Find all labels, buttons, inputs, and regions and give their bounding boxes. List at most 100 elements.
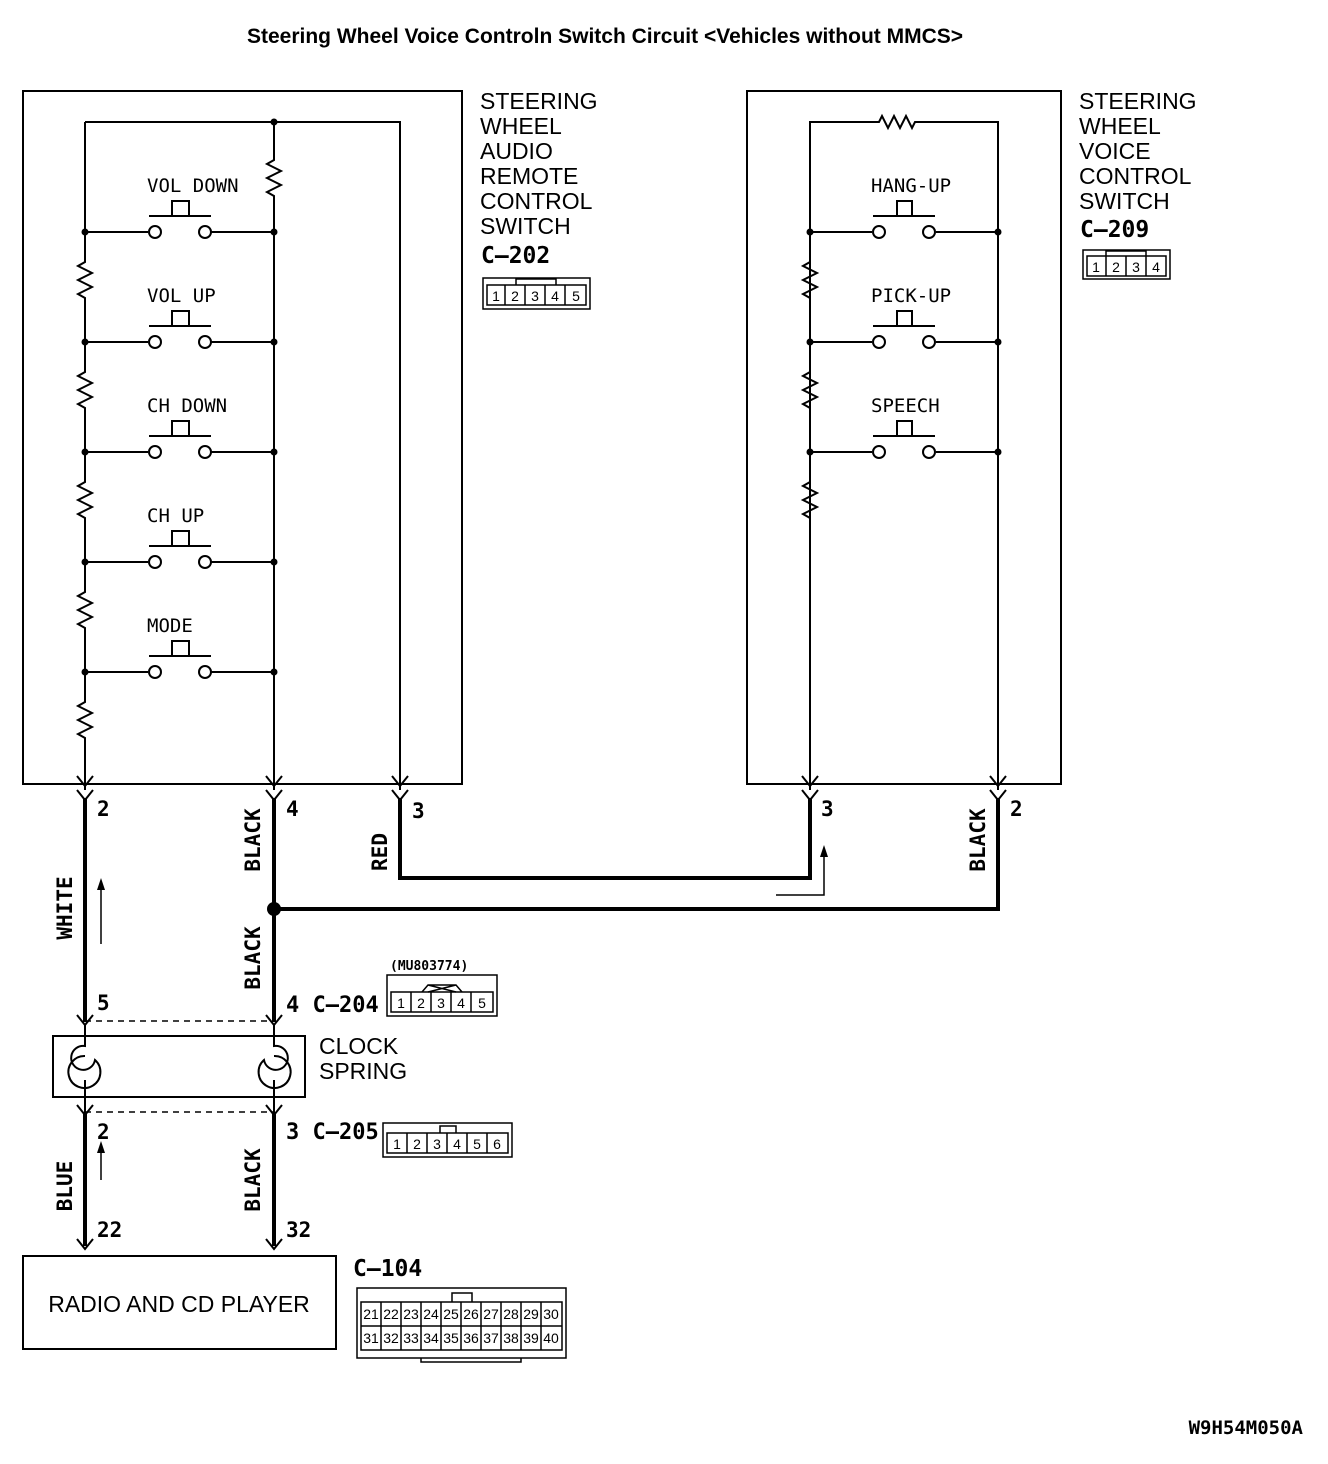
svg-text:6: 6 bbox=[493, 1136, 501, 1152]
harness-wires bbox=[83, 798, 1000, 1246]
svg-text:CONTROL: CONTROL bbox=[480, 188, 593, 214]
svg-text:40: 40 bbox=[543, 1330, 559, 1346]
svg-text:28: 28 bbox=[503, 1306, 519, 1322]
button-ch-up: CH UP bbox=[81, 505, 278, 569]
connector-c202: 1 2 3 4 5 bbox=[482, 277, 591, 310]
svg-text:4: 4 bbox=[453, 1136, 461, 1152]
svg-text:3: 3 bbox=[437, 995, 445, 1011]
voice-top-rail bbox=[809, 113, 999, 790]
button-label: MODE bbox=[147, 615, 193, 637]
svg-text:38: 38 bbox=[503, 1330, 519, 1346]
svg-text:1: 1 bbox=[397, 995, 405, 1011]
radio-cd-player: RADIO AND CD PLAYER bbox=[22, 1255, 337, 1350]
voice-switch-label: STEERING WHEEL VOICE CONTROL SWITCH bbox=[1079, 88, 1197, 214]
svg-text:4: 4 bbox=[551, 288, 559, 304]
splice-junction bbox=[267, 902, 281, 916]
svg-text:27: 27 bbox=[483, 1306, 499, 1322]
svg-text:2: 2 bbox=[1112, 259, 1120, 275]
svg-text:2: 2 bbox=[417, 995, 425, 1011]
button-label: SPEECH bbox=[871, 395, 940, 417]
svg-text:29: 29 bbox=[523, 1306, 539, 1322]
connector-c209-label: C–209 bbox=[1080, 217, 1149, 243]
svg-text:SPRING: SPRING bbox=[319, 1058, 407, 1084]
terminal-number: 3 bbox=[412, 799, 425, 823]
connector-c209: 1 2 3 4 bbox=[1082, 249, 1171, 280]
svg-text:WHEEL: WHEEL bbox=[480, 113, 562, 139]
svg-text:35: 35 bbox=[443, 1330, 459, 1346]
svg-text:1: 1 bbox=[1092, 259, 1100, 275]
wire-color-label: BLACK bbox=[241, 1148, 265, 1212]
svg-text:4: 4 bbox=[1152, 259, 1160, 275]
svg-text:31: 31 bbox=[363, 1330, 379, 1346]
button-mode: MODE bbox=[81, 615, 278, 679]
svg-text:30: 30 bbox=[543, 1306, 559, 1322]
c204-part-number: (MU803774) bbox=[390, 959, 468, 974]
svg-text:2: 2 bbox=[511, 288, 519, 304]
radio-pin-black: 32 bbox=[286, 1218, 311, 1242]
svg-text:3: 3 bbox=[531, 288, 539, 304]
terminal-chevrons bbox=[76, 775, 1007, 1251]
audio-center-rail bbox=[264, 122, 284, 790]
figure-code: W9H54M050A bbox=[1189, 1417, 1304, 1439]
svg-text:36: 36 bbox=[463, 1330, 479, 1346]
c204-label: 4 C–204 bbox=[286, 993, 379, 1018]
button-vol-up: VOL UP bbox=[81, 285, 278, 349]
button-pick-up: PICK-UP bbox=[806, 285, 1002, 349]
wire-color-label: WHITE bbox=[53, 876, 77, 939]
svg-text:37: 37 bbox=[483, 1330, 499, 1346]
audio-switch-label: STEERING WHEEL AUDIO REMOTE CONTROL SWIT… bbox=[480, 88, 598, 239]
svg-text:AUDIO: AUDIO bbox=[480, 138, 553, 164]
wire-red bbox=[398, 798, 812, 880]
voice-resistor-ladder bbox=[800, 232, 820, 790]
button-label: PICK-UP bbox=[871, 285, 951, 307]
button-hang-up: HANG-UP bbox=[806, 175, 1002, 239]
svg-text:SWITCH: SWITCH bbox=[480, 213, 571, 239]
junction-dot bbox=[270, 118, 278, 126]
audio-resistor-ladder bbox=[75, 122, 95, 790]
svg-text:32: 32 bbox=[383, 1330, 399, 1346]
c204-pin-left: 5 bbox=[97, 991, 110, 1015]
svg-text:5: 5 bbox=[473, 1136, 481, 1152]
radio-label: RADIO AND CD PLAYER bbox=[48, 1291, 310, 1317]
svg-text:26: 26 bbox=[463, 1306, 479, 1322]
button-label: HANG-UP bbox=[871, 175, 951, 197]
svg-text:1: 1 bbox=[492, 288, 500, 304]
c205-label: 3 C–205 bbox=[286, 1120, 379, 1145]
svg-text:STEERING: STEERING bbox=[480, 88, 598, 114]
svg-text:34: 34 bbox=[423, 1330, 439, 1346]
audio-switch-box bbox=[22, 90, 463, 785]
connector-c104: 21 22 23 24 25 26 27 28 29 30 31 32 33 3… bbox=[356, 1287, 567, 1363]
button-label: VOL DOWN bbox=[147, 175, 239, 197]
button-vol-down: VOL DOWN bbox=[81, 175, 278, 239]
button-ch-down: CH DOWN bbox=[81, 395, 278, 459]
wire-black-voice bbox=[274, 798, 1000, 911]
svg-text:23: 23 bbox=[403, 1306, 419, 1322]
svg-text:25: 25 bbox=[443, 1306, 459, 1322]
terminal-number: 2 bbox=[97, 797, 110, 821]
connector-c205: 1 2 3 4 5 6 bbox=[382, 1122, 513, 1158]
audio-top-rail bbox=[85, 121, 401, 790]
wire-color-label: BLACK bbox=[966, 808, 990, 872]
svg-text:SWITCH: SWITCH bbox=[1079, 188, 1170, 214]
wire-color-label: BLACK bbox=[241, 808, 265, 872]
svg-text:CLOCK: CLOCK bbox=[319, 1033, 399, 1059]
svg-text:2: 2 bbox=[413, 1136, 421, 1152]
svg-text:WHEEL: WHEEL bbox=[1079, 113, 1161, 139]
terminal-number: 3 bbox=[821, 797, 834, 821]
clock-spring: CLOCK SPRING bbox=[52, 1020, 407, 1113]
terminal-number: 4 bbox=[286, 797, 299, 821]
svg-text:STEERING: STEERING bbox=[1079, 88, 1197, 114]
connector-c104-label: C–104 bbox=[353, 1256, 422, 1282]
voice-control-switch: HANG-UP PICK-UP SPEECH STEERING WHEEL VO… bbox=[746, 88, 1197, 790]
svg-text:24: 24 bbox=[423, 1306, 439, 1322]
connector-c202-label: C–202 bbox=[481, 243, 550, 269]
terminal-number: 2 bbox=[1010, 797, 1023, 821]
svg-text:5: 5 bbox=[572, 288, 580, 304]
wire-color-label: RED bbox=[368, 833, 392, 871]
svg-text:VOICE: VOICE bbox=[1079, 138, 1151, 164]
connector-c204: 1 2 3 4 5 bbox=[386, 974, 498, 1017]
button-label: VOL UP bbox=[147, 285, 216, 307]
radio-pin-blue: 22 bbox=[97, 1218, 122, 1242]
button-speech: SPEECH bbox=[806, 395, 1002, 459]
